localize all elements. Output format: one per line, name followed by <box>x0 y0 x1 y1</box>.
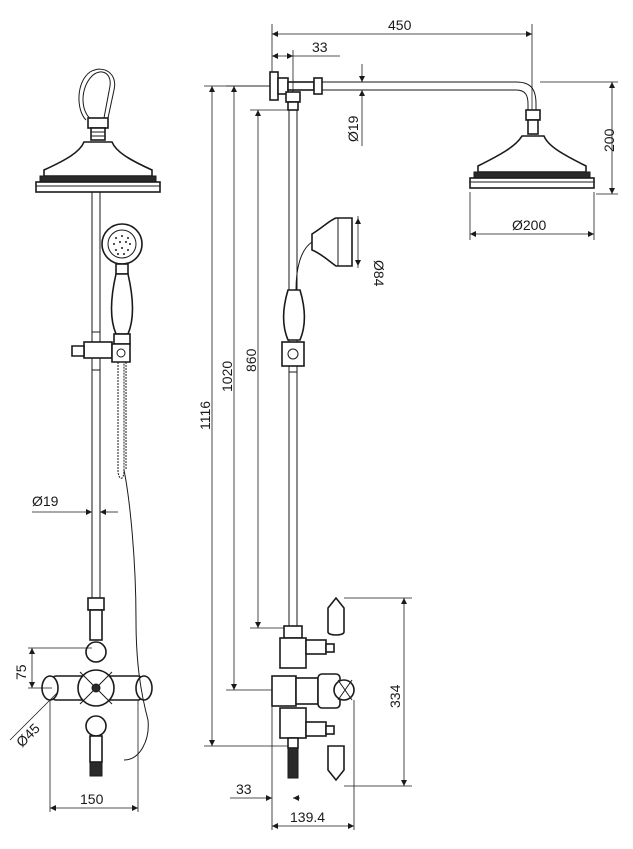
dim-height-1116: 1116 <box>197 401 213 430</box>
shower-head-rim <box>39 175 157 183</box>
dim-wall-offset-bottom: 33 <box>236 781 252 797</box>
valve-handle-bottom <box>327 745 345 782</box>
dim-inlet-centres: 150 <box>80 791 104 807</box>
dim-height-1020: 1020 <box>219 361 235 392</box>
arm-connector <box>87 117 109 129</box>
shower-head-side <box>477 135 587 173</box>
wall-flange <box>269 71 279 101</box>
shower-head-front <box>43 141 153 177</box>
dim-handset-diameter: Ø84 <box>371 260 387 287</box>
dim-head-drop: 200 <box>601 128 617 152</box>
side-view: 450 33 Ø19 200 Ø200 Ø84 <box>197 17 618 830</box>
dim-inlet-offset: 75 <box>13 664 29 680</box>
slider-bracket <box>83 341 113 359</box>
valve-handle-top <box>327 596 345 636</box>
dim-riser-diameter: Ø19 <box>32 493 59 509</box>
dim-height-860: 860 <box>243 348 259 372</box>
hand-shower-handle <box>110 273 134 335</box>
dim-head-diameter: Ø200 <box>512 217 546 233</box>
dim-overall-projection: 450 <box>388 17 412 33</box>
dim-control-diameter: Ø45 <box>13 720 43 750</box>
front-view: Ø19 75 Ø45 150 <box>9 68 161 812</box>
hand-shower-side <box>311 217 353 267</box>
dim-valve-centres: 334 <box>387 684 403 708</box>
valve-body-side <box>271 675 297 707</box>
dim-valve-depth: 139.4 <box>290 809 325 825</box>
arm-nut <box>90 127 106 141</box>
dim-arm-diameter: Ø19 <box>345 115 361 142</box>
dim-wall-offset-top: 33 <box>312 39 328 55</box>
